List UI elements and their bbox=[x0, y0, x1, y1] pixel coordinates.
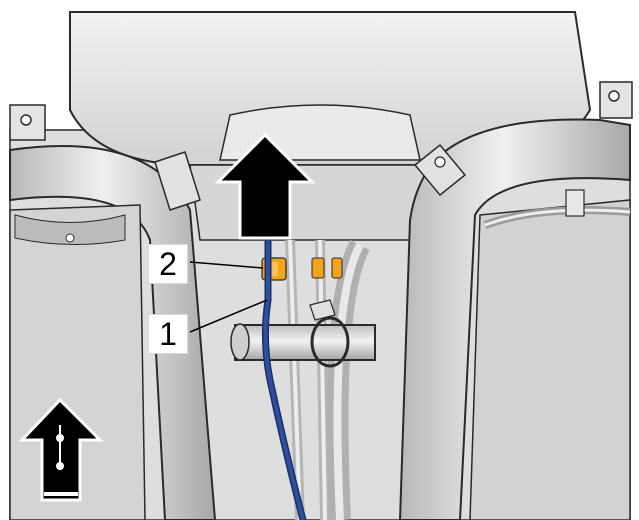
line-clip-tertiary bbox=[331, 257, 343, 279]
callout-number-2: 2 bbox=[159, 245, 177, 282]
right-strap-clamp bbox=[413, 143, 467, 197]
crossover-pipe-end bbox=[230, 323, 250, 361]
callout-label-1: 1 bbox=[148, 314, 188, 354]
pipe-hose-clamp bbox=[310, 316, 350, 368]
mount-hole-right bbox=[608, 90, 620, 102]
left-bracket bbox=[14, 214, 126, 246]
callout-2-leader bbox=[189, 261, 264, 269]
callout-label-2: 2 bbox=[148, 244, 188, 284]
direction-arrow-base-line bbox=[44, 492, 78, 496]
blue-line bbox=[263, 240, 305, 520]
crossover-pipe bbox=[234, 324, 376, 361]
line-clip-primary-face bbox=[268, 262, 278, 276]
center-line-b-highlight bbox=[318, 239, 327, 520]
left-pipe-loop bbox=[9, 145, 217, 520]
mount-hole-left bbox=[20, 114, 32, 126]
direction-arrow-dot-lower bbox=[56, 462, 64, 470]
right-side-panel bbox=[469, 199, 631, 520]
right-connector bbox=[565, 189, 585, 217]
center-line-a-highlight bbox=[288, 239, 302, 520]
up-arrow-icon bbox=[214, 132, 316, 240]
callout-number-1: 1 bbox=[159, 315, 177, 352]
line-clip-secondary bbox=[311, 257, 325, 279]
direction-arrow-dot-upper bbox=[56, 434, 64, 442]
clamp-screw bbox=[309, 299, 336, 321]
callout-1-leader bbox=[189, 299, 268, 333]
left-bolt bbox=[65, 233, 75, 243]
right-clamp-hole bbox=[434, 156, 446, 168]
right-hard-line-highlight bbox=[484, 208, 631, 227]
right-pipe-loop bbox=[398, 118, 631, 520]
left-strap-clamp bbox=[154, 151, 201, 211]
